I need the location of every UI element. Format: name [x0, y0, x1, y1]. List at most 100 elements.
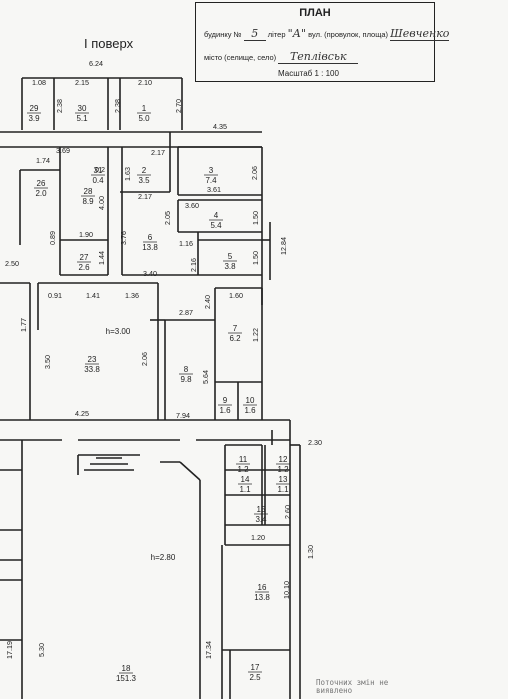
room-number: 31 — [94, 166, 103, 175]
ceiling-height-label: h=2.80 — [151, 553, 176, 562]
room-number: 11 — [239, 455, 248, 464]
dimension-label: 1.30 — [306, 545, 315, 559]
dimension-label: 1.44 — [97, 251, 106, 265]
room-area: 1.6 — [244, 406, 256, 415]
room-number: 9 — [223, 396, 228, 405]
city-value: Теплівськ — [278, 50, 359, 64]
room-number: 7 — [233, 324, 238, 333]
dimension-label: 0.2 — [95, 165, 105, 174]
room-number: 18 — [122, 664, 131, 673]
room-area: 5.4 — [210, 221, 222, 230]
room-area: 5.0 — [138, 114, 150, 123]
dimension-label: 2.16 — [189, 258, 198, 272]
dimension-label: 0.91 — [48, 291, 62, 300]
room-number: 16 — [258, 583, 267, 592]
room-area: 1.1 — [239, 485, 251, 494]
dimension-label: 1.16 — [179, 239, 193, 248]
walls — [0, 77, 301, 699]
dimension-label: 3.60 — [185, 201, 199, 210]
room-label: 172.5 — [248, 663, 262, 682]
dimension-label: 1.36 — [125, 291, 139, 300]
room-label: 613.8 — [142, 233, 158, 252]
room-number: 1 — [142, 104, 147, 113]
room-number: 30 — [78, 104, 87, 113]
room-label: 305.1 — [75, 104, 89, 123]
room-label: 45.4 — [209, 211, 223, 230]
room-number: 26 — [37, 179, 46, 188]
dimension-label: 1.74 — [36, 156, 50, 165]
letter-label: літер — [267, 30, 286, 39]
dimension-label: 1.60 — [229, 291, 243, 300]
room-label: 121.2 — [276, 455, 290, 474]
room-area: 13.8 — [254, 593, 270, 602]
revision-stamp: Поточних змін не виявлено — [316, 678, 389, 696]
room-label: 131.1 — [276, 475, 290, 494]
dimension-label: 2.50 — [5, 259, 19, 268]
room-label: 153.4 — [254, 505, 268, 524]
dimension-label: 4.00 — [97, 196, 106, 210]
dimension-label: 7.94 — [176, 411, 190, 420]
room-number: 17 — [251, 663, 260, 672]
room-number: 4 — [214, 211, 219, 220]
dimension-label: 4.20 — [0, 0, 7, 2]
room-number: 2 — [142, 166, 147, 175]
room-label: 76.2 — [228, 324, 242, 343]
building-label: будинку № — [204, 30, 242, 39]
street-value: Шевченко — [390, 27, 450, 41]
dimension-label: 4.35 — [213, 122, 227, 131]
dimension-label: 2.10 — [138, 78, 152, 87]
room-area: 8.9 — [82, 197, 94, 206]
dimension-label: 3.50 — [43, 355, 52, 369]
letter-value: "А" — [287, 27, 307, 40]
dimension-label: 2.30 — [308, 438, 322, 447]
dimension-label: 2.60 — [283, 505, 292, 519]
room-label: 293.9 — [27, 104, 41, 123]
room-area: 1.2 — [237, 465, 249, 474]
dimension-label: 1.63 — [123, 167, 132, 181]
room-area: 7.4 — [205, 176, 217, 185]
dimension-label: 5.30 — [37, 643, 46, 657]
room-label: 262.0 — [34, 179, 48, 198]
ceiling-height-label: h=3.00 — [106, 327, 131, 336]
dimension-label: 2.17 — [151, 148, 165, 157]
room-number: 28 — [84, 187, 93, 196]
dimension-label: 2.15 — [75, 78, 89, 87]
dimension-label: 2.38 — [55, 99, 64, 113]
room-area: 3.4 — [255, 515, 267, 524]
dimension-label: 10.10 — [282, 581, 291, 599]
dimension-label: 3.69 — [56, 146, 70, 155]
dimension-label: 17.34 — [204, 641, 213, 659]
room-area: 33.8 — [84, 365, 100, 374]
room-label: 288.9 — [81, 187, 95, 206]
dimension-label: 5.64 — [201, 370, 210, 384]
room-label: 91.6 — [218, 396, 232, 415]
room-area: 1.1 — [277, 485, 289, 494]
dimension-label: 1.20 — [251, 533, 265, 542]
room-area: 2.6 — [78, 263, 90, 272]
dimension-label: 1.22 — [251, 328, 260, 342]
city-line: місто (селище, село) Теплівськ — [204, 50, 359, 64]
dimension-label: 2.17 — [138, 192, 152, 201]
room-label: 101.6 — [243, 396, 257, 415]
room-number: 8 — [184, 365, 189, 374]
scale-label: Масштаб 1 : 100 — [278, 69, 339, 78]
room-area: 3.9 — [28, 114, 40, 123]
dimension-label: 2.06 — [250, 166, 259, 180]
street-label: вул. (провулок, площа) — [308, 30, 389, 39]
dimension-label: 2.38 — [113, 99, 122, 113]
room-number: 5 — [228, 252, 233, 261]
room-area: 5.1 — [76, 114, 88, 123]
room-number: 15 — [257, 505, 266, 514]
room-label: 272.6 — [77, 253, 91, 272]
dimension-label: 3.40 — [143, 269, 157, 278]
dimension-label: 2.70 — [174, 99, 183, 113]
room-number: 12 — [279, 455, 288, 464]
room-area: 1.6 — [219, 406, 231, 415]
dimension-label: 2.87 — [179, 308, 193, 317]
room-label: 111.2 — [236, 455, 250, 474]
dimension-label: 1.41 — [86, 291, 100, 300]
dimension-label: 2.40 — [203, 295, 212, 309]
room-label: 37.4 — [204, 166, 218, 185]
